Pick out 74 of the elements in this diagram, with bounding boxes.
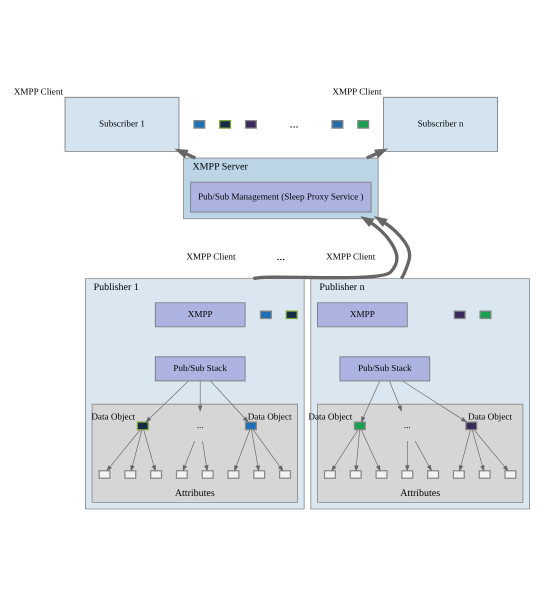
arrow bbox=[374, 216, 412, 280]
node-box bbox=[279, 470, 292, 479]
node-box bbox=[244, 421, 257, 430]
node-box bbox=[478, 470, 491, 479]
node-box bbox=[227, 470, 240, 479]
node-box: Pub/Sub Management (Sleep Proxy Service ) bbox=[190, 182, 372, 212]
node-box bbox=[375, 470, 388, 479]
arrow bbox=[234, 429, 250, 472]
arrow bbox=[253, 216, 399, 280]
node-box bbox=[504, 470, 516, 479]
node-box: Pub/Sub Stack bbox=[340, 356, 430, 382]
arrow bbox=[474, 429, 509, 472]
arrow bbox=[210, 380, 249, 423]
node-box: Pub/Sub Stack bbox=[154, 356, 246, 382]
arrow bbox=[331, 429, 358, 472]
node-text: ... bbox=[196, 420, 204, 430]
arrow bbox=[405, 440, 410, 472]
node-label: XMPP Client bbox=[14, 86, 63, 97]
arrow bbox=[198, 380, 202, 412]
node-box bbox=[176, 470, 188, 479]
arrow bbox=[458, 429, 471, 472]
arrow bbox=[145, 380, 189, 423]
node-box bbox=[465, 421, 478, 430]
node-box bbox=[427, 470, 440, 479]
arrow bbox=[389, 380, 402, 412]
arrow bbox=[251, 429, 260, 472]
node-box bbox=[150, 470, 162, 479]
arrow bbox=[414, 440, 432, 472]
arrow bbox=[182, 440, 195, 472]
node-box: Subscriber n bbox=[383, 96, 498, 152]
node-box bbox=[244, 120, 257, 129]
arrow bbox=[130, 429, 142, 472]
label: ... bbox=[276, 250, 286, 264]
node-box: XMPP bbox=[317, 302, 408, 328]
node-label: Data Object bbox=[308, 411, 352, 422]
arrow bbox=[354, 429, 360, 472]
arrow bbox=[402, 380, 468, 422]
node-box bbox=[357, 120, 370, 129]
arrow bbox=[143, 429, 156, 472]
node-label: Data Object bbox=[91, 411, 136, 422]
node-label: XMPP Client bbox=[332, 86, 382, 97]
node-label: Data Object bbox=[248, 411, 292, 422]
node-box bbox=[98, 470, 111, 479]
node-box bbox=[452, 470, 465, 479]
node-box bbox=[454, 310, 466, 320]
node-box bbox=[202, 470, 214, 479]
arrow bbox=[106, 429, 141, 472]
arrow bbox=[472, 429, 484, 472]
arrow bbox=[174, 148, 196, 160]
node-label: Data Object bbox=[468, 411, 512, 422]
node-box bbox=[253, 470, 266, 479]
arrow bbox=[252, 429, 284, 472]
node-box bbox=[124, 470, 136, 479]
node-text: ... bbox=[404, 420, 411, 430]
node-box bbox=[136, 421, 149, 430]
node-box bbox=[479, 310, 492, 320]
node-box bbox=[324, 470, 336, 479]
node-box bbox=[354, 421, 366, 430]
node-box: XMPP bbox=[154, 302, 246, 328]
node-box: Subscriber 1 bbox=[64, 96, 180, 152]
node-box bbox=[260, 310, 272, 320]
node-box bbox=[401, 470, 414, 479]
node-box bbox=[286, 310, 298, 320]
arrow bbox=[202, 440, 209, 472]
node-box bbox=[350, 470, 362, 479]
node-box bbox=[193, 120, 206, 129]
node-box bbox=[219, 120, 232, 129]
arrow bbox=[366, 148, 388, 160]
node-box bbox=[331, 120, 344, 129]
arrow bbox=[360, 380, 380, 423]
node-label: XMPP Client bbox=[326, 251, 376, 262]
label: ... bbox=[290, 117, 299, 130]
node-label: XMPP Client bbox=[186, 251, 236, 262]
arrow bbox=[360, 429, 381, 472]
